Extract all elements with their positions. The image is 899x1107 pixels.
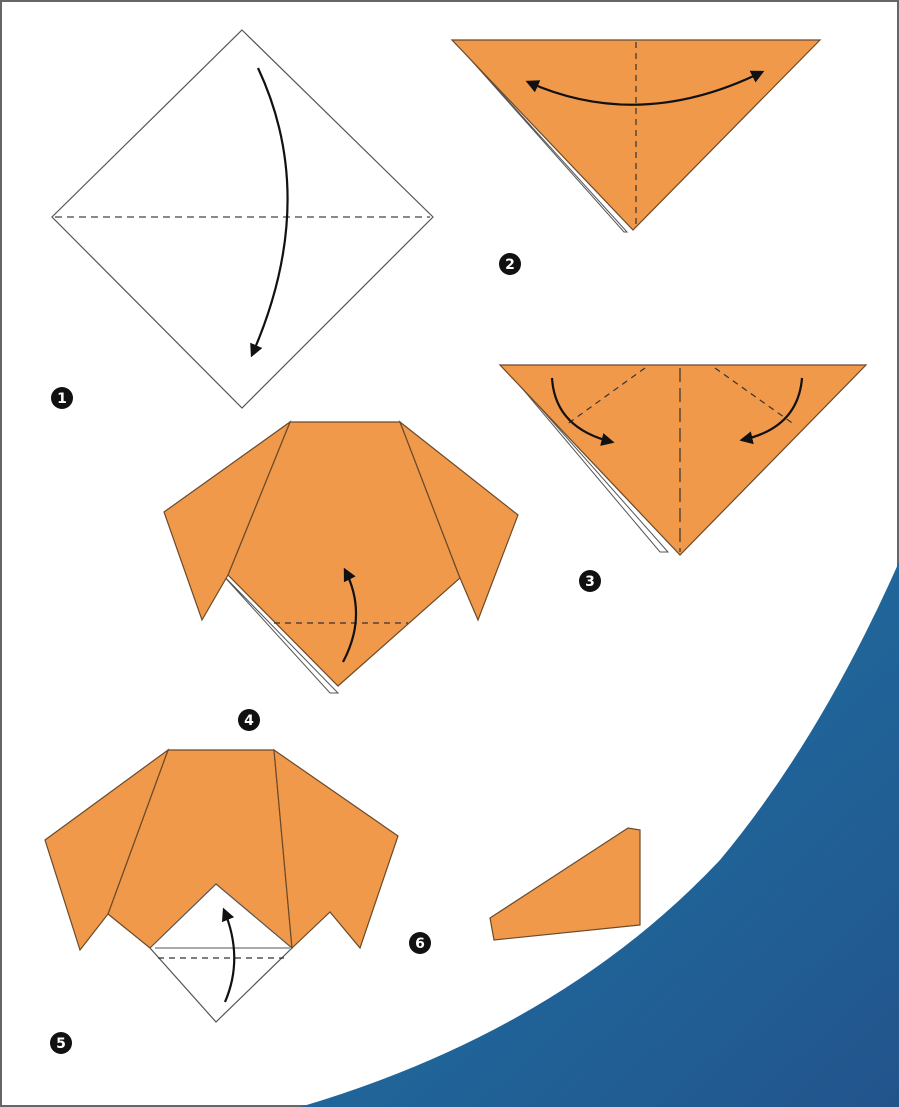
step-number: 1: [57, 391, 67, 407]
curved-arrow-icon: [739, 377, 804, 445]
paper-square: [51, 29, 434, 409]
right-ear: [398, 420, 519, 622]
left-ear: [44, 748, 170, 952]
step-3-diagram: [498, 364, 868, 556]
paper-back-edge: [219, 571, 340, 694]
step-number: 2: [505, 257, 515, 273]
paper-triangle: [498, 364, 868, 556]
step-badge-1: 1: [51, 387, 73, 409]
chin-flap: [149, 883, 293, 1023]
step-number: 6: [415, 936, 425, 952]
right-ear: [273, 748, 399, 950]
step-number: 4: [244, 713, 254, 729]
fold-line: [714, 367, 796, 426]
curved-arrow-icon: [221, 907, 236, 1003]
curved-arrow-icon: [250, 67, 289, 358]
step-badge-6: 6: [409, 932, 431, 954]
step-4-diagram: [163, 420, 519, 694]
step-5-diagram: [44, 748, 399, 1023]
curved-arrow-icon: [550, 377, 615, 446]
fold-line: [565, 367, 646, 426]
decorative-overlay: [300, 562, 899, 1107]
step-badge-3: 3: [579, 570, 601, 592]
step-2-diagram: [450, 39, 822, 233]
step-badge-5: 5: [50, 1032, 72, 1054]
step-1-diagram: [51, 29, 434, 409]
curved-arrow-icon: [342, 567, 358, 663]
double-arrow-icon: [525, 70, 765, 106]
left-ear: [163, 420, 292, 622]
step-number: 3: [585, 574, 595, 590]
step-6-diagram: [489, 827, 641, 941]
step-number: 5: [56, 1036, 66, 1052]
paper-back-edge: [454, 41, 629, 233]
step-badge-4: 4: [238, 709, 260, 731]
step-badge-2: 2: [499, 253, 521, 275]
dog-head-partial: [489, 827, 641, 941]
